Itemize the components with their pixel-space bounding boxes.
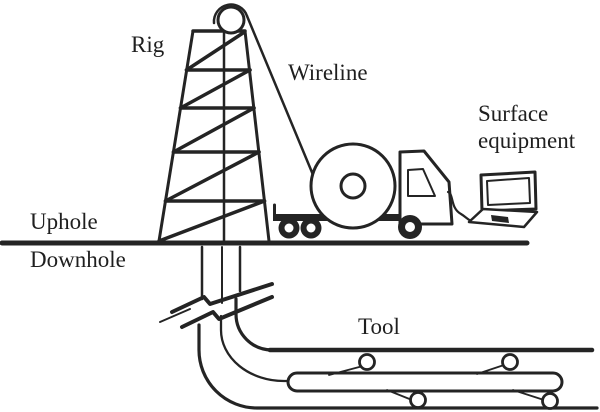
vertical-borehole [200,245,242,304]
wireline-label: Wireline [288,60,368,85]
laptop-cable [446,190,473,223]
logging-truck-icon [273,149,454,239]
tool-body [286,371,564,393]
depth-break-marks-icon [159,282,274,329]
truck-rear-wheels [278,217,322,239]
tool-label: Tool [358,314,400,339]
rig-label: Rig [131,32,165,57]
cable-spool-icon [309,142,397,230]
tool-rollers [358,353,559,410]
truck-front-wheel [398,215,422,239]
borehole-outer-wall [197,323,599,410]
laptop-screen-inner [486,177,531,206]
laptop-screen [479,170,538,213]
tool-roller-arms [328,364,545,401]
downhole-label: Downhole [30,247,126,272]
laptop-key-block [491,215,509,223]
crown-pulley-icon [212,3,249,35]
uphole-label: Uphole [30,209,98,234]
logging-tool-icon [286,353,564,410]
curved-borehole-section [197,297,599,410]
derrick-rig-icon [157,29,271,243]
surface-equipment-label-line1: Surface [478,101,549,126]
wireline-downhole-curve [219,314,290,383]
borehole-inner-wall [234,297,274,352]
truck-window [407,168,436,197]
surface-equipment-label-line2: equipment [478,128,576,153]
wireline-cable [245,14,318,184]
laptop-icon [467,170,539,229]
